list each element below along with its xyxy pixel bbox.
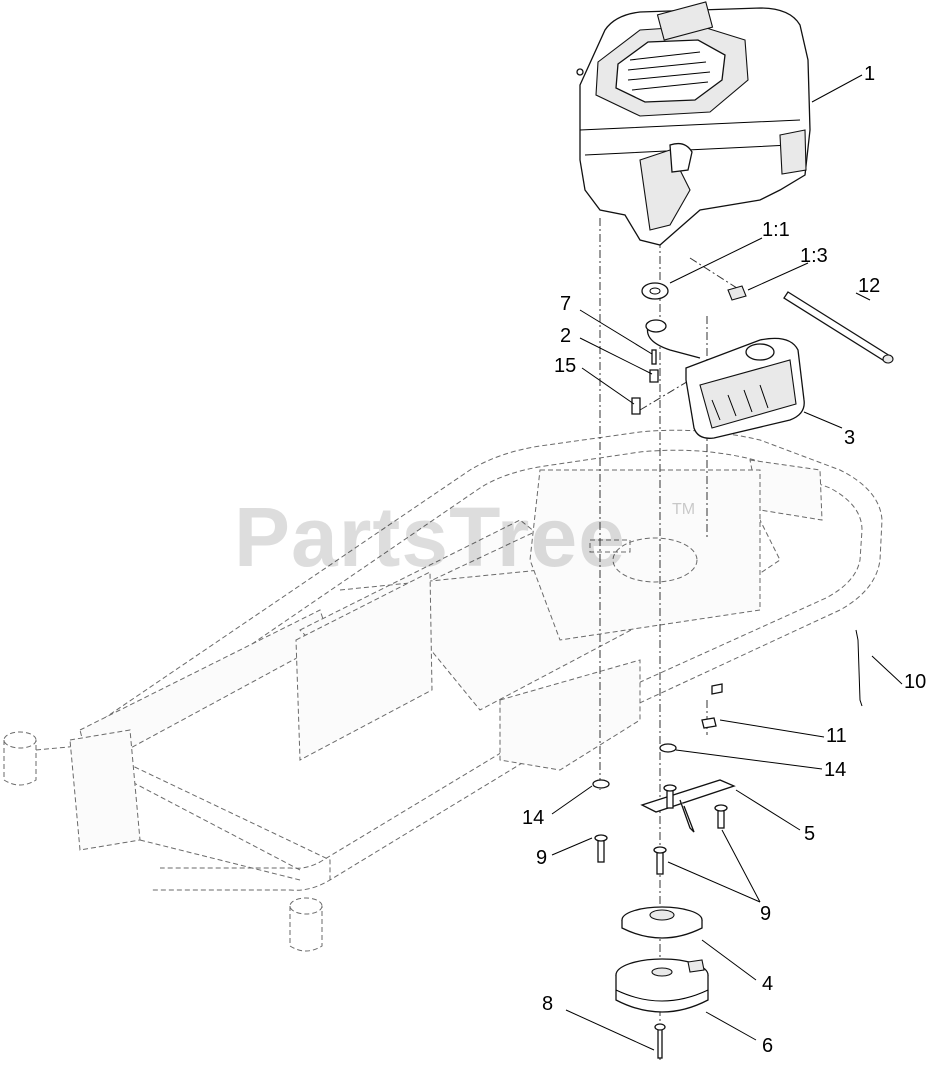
- leader-lines: [551, 74, 903, 1051]
- callout-15: 15: [554, 355, 576, 377]
- clutch-bracket: [640, 779, 736, 833]
- callout-6: 6: [762, 1035, 773, 1057]
- callout-14-left: 14: [522, 807, 544, 829]
- watermark-trademark: TM: [672, 501, 695, 518]
- mounting-hardware: [592, 683, 728, 1059]
- callout-3: 3: [844, 427, 855, 449]
- oil-drain-hose: [783, 291, 894, 364]
- callout-5: 5: [804, 823, 815, 845]
- caster-mount-right: [289, 897, 323, 952]
- drain-plug: [727, 285, 747, 301]
- callout-14-right: 14: [824, 759, 846, 781]
- callout-10: 10: [904, 671, 926, 693]
- throttle-rod: [855, 629, 863, 707]
- watermark-text: PartsTree: [234, 490, 626, 584]
- callout-12: 12: [858, 275, 880, 297]
- callout-1-1: 1:1: [762, 219, 790, 241]
- muffler: [645, 319, 805, 439]
- exhaust-gasket: [641, 282, 669, 300]
- callout-1-3: 1:3: [800, 245, 828, 267]
- callout-1: 1: [864, 63, 875, 85]
- electric-clutch: [615, 958, 709, 1013]
- callout-labels: 1 1:1 1:3 12 7 2 15 3 10 11 14 14 5 9 9 …: [522, 63, 926, 1057]
- mower-frame: [3, 429, 883, 952]
- callout-8: 8: [542, 993, 553, 1015]
- drive-pulley: [621, 906, 703, 939]
- callout-7: 7: [560, 293, 571, 315]
- callout-9-left: 9: [536, 847, 547, 869]
- engine: [576, 1, 811, 246]
- callout-11: 11: [826, 725, 847, 747]
- exhaust-studs: [631, 349, 659, 415]
- caster-mount-left: [3, 731, 91, 786]
- callout-4: 4: [762, 973, 773, 995]
- callout-2: 2: [560, 325, 571, 347]
- callout-9-right: 9: [760, 903, 771, 925]
